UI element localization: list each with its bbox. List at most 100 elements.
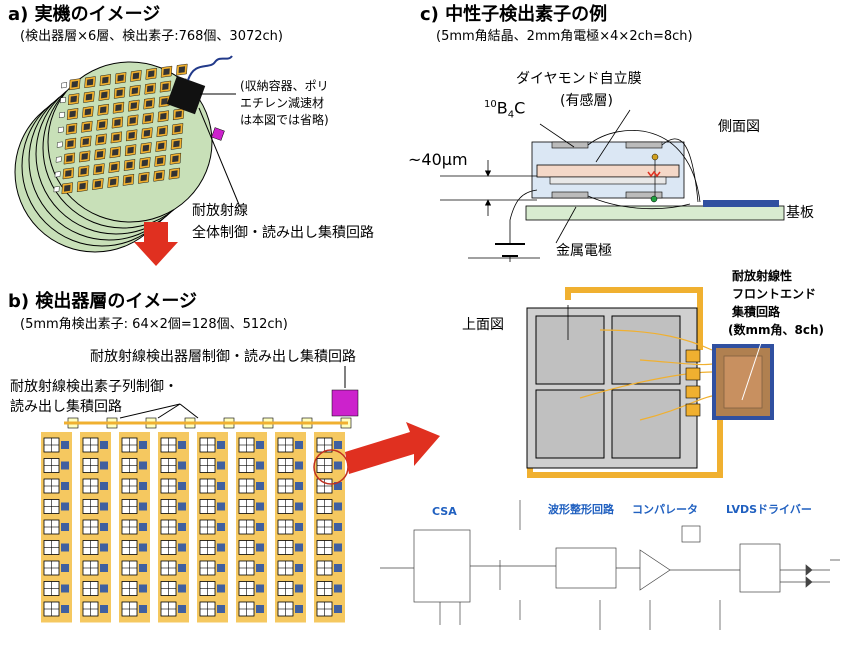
plate-element-core (100, 91, 108, 99)
plate-pad (56, 141, 63, 148)
plate-element-core (173, 140, 180, 148)
element-chip (295, 543, 303, 552)
plate-pad (60, 97, 66, 104)
element-chip (295, 461, 303, 470)
column-ic-label-2: 読み出し集積回路 (10, 399, 122, 415)
plate-element-core (132, 72, 140, 80)
element-chip (217, 482, 225, 490)
element-chip (217, 605, 225, 613)
block-label-shaper: 波形整形回路 (548, 503, 614, 516)
panel-b-subtitle: (5mm角検出素子: 64×2個=128個、512ch) (20, 317, 288, 332)
plate-element-core (144, 114, 152, 122)
plate-element-core (141, 159, 149, 167)
element-chip (256, 564, 264, 572)
plate-pad (54, 171, 61, 178)
element-chip (139, 543, 147, 552)
element-chip (178, 605, 186, 613)
col-ic-pointer-2 (179, 403, 199, 419)
top-view-label: 上面図 (462, 317, 504, 333)
plate-element-core (171, 170, 178, 178)
element-chip (334, 482, 342, 490)
element-chip (217, 584, 225, 593)
plate-element-core (142, 144, 150, 152)
plate-element-core (115, 104, 122, 112)
plate-element-core (126, 161, 133, 169)
plate-element-core (86, 78, 94, 86)
layer-ic-label: 耐放射線検出器層制御・読み出し集積回路 (90, 349, 356, 365)
plate-element-core (131, 87, 139, 95)
plate-element-core (67, 140, 74, 148)
plate-pad (55, 156, 62, 163)
element-chip (178, 543, 186, 552)
note-line-2: エチレン減速材 (240, 96, 325, 110)
element-chip (334, 564, 342, 572)
plate-element-core (147, 70, 155, 78)
plate-element-core (155, 172, 163, 180)
element-chip (61, 502, 69, 511)
panel-c-title: c) 中性子検出素子の例 (420, 4, 608, 25)
magenta-chip-b (331, 389, 359, 417)
plate-element-core (83, 123, 91, 131)
element-chip (295, 441, 303, 449)
plate-element-core (99, 106, 107, 114)
element-chip (100, 502, 108, 511)
plate-element-core (140, 174, 148, 182)
down-arrow (134, 222, 178, 266)
plate-element-core (69, 110, 76, 118)
element-chip (178, 482, 186, 490)
element-chip (139, 564, 147, 572)
element-chip (178, 564, 186, 572)
plate-element-core (110, 163, 118, 171)
element-chip (256, 502, 264, 511)
plate-element-core (94, 180, 102, 188)
element-chip (217, 523, 225, 531)
plate-element-core (70, 95, 77, 103)
col-ic-pointer-1 (157, 403, 181, 419)
schematic (380, 500, 840, 630)
element-chip (295, 584, 303, 593)
element-chip (100, 523, 108, 531)
element-chip (217, 543, 225, 552)
frontend-label-3: 集積回路 (732, 305, 781, 319)
right-arrow (345, 422, 440, 474)
element-chip (178, 523, 186, 531)
plate-element-core (85, 93, 93, 101)
side-view (440, 109, 785, 262)
element-chip (61, 605, 69, 613)
element-chip (100, 461, 108, 470)
element-chip (61, 523, 69, 531)
plate-pad (57, 126, 64, 133)
plate-element-core (114, 119, 121, 126)
main-ic-chip (166, 75, 206, 115)
element-chip (256, 523, 264, 531)
element-chip (256, 461, 264, 470)
plate-element-core (102, 76, 109, 84)
note-line-3: は本図では省略) (240, 113, 329, 127)
block-label-lvds: LVDSドライバー (726, 503, 812, 516)
panel-c-subtitle: (5mm角結晶、2mm角電極×4×2ch=8ch) (436, 29, 693, 44)
element-chip (334, 543, 342, 552)
plate-element-core (116, 89, 123, 97)
note-line-1: (収納容器、ポリ (240, 79, 329, 93)
plate-element-core (63, 184, 71, 192)
element-chip (139, 482, 147, 490)
element-chip (256, 441, 264, 449)
element-chip (295, 482, 303, 490)
plate-element-core (128, 131, 135, 139)
element-chip (334, 461, 342, 470)
plate-element-core (112, 148, 119, 156)
element-chip (334, 502, 342, 511)
element-chip (256, 482, 264, 490)
plate-element-core (146, 85, 154, 93)
plate-element-core (158, 127, 166, 135)
plate-element-core (162, 83, 169, 90)
element-chip (61, 441, 69, 449)
element-chip (217, 441, 225, 449)
plate-element-core (172, 155, 179, 163)
element-chip (256, 584, 264, 593)
plate-element-core (157, 142, 165, 150)
plate-element-core (178, 66, 186, 74)
side-view-label: 側面図 (718, 119, 760, 135)
top-view (526, 287, 774, 478)
